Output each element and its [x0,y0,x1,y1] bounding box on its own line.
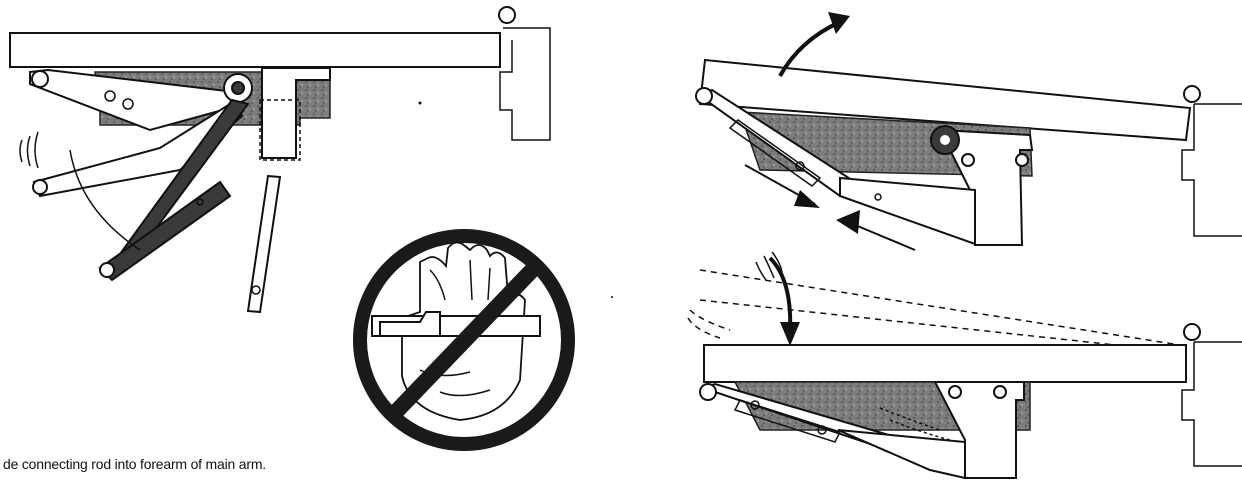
pivot-c-icon [948,385,962,399]
stray-dot [611,296,613,298]
slide-arrow-head-1-icon [794,190,820,208]
ghost-door-top [699,269,1181,346]
slide-arrow-line-2 [847,221,916,251]
closing-arrow-head-icon [780,322,800,346]
swing-arc [69,149,141,251]
hinge-pivot-right-icon [1183,85,1201,103]
arm-assembly-diagram [9,6,551,314]
closed-door [703,344,1187,383]
motion-lines-bottom-icon [755,251,783,281]
closing-arrow-shaft [768,256,793,331]
frame-right [1181,103,1242,237]
rod-hole-right [874,193,882,201]
light-arm [32,102,244,198]
instruction-caption: de connecting rod into forearm of main a… [3,456,266,472]
slot-hole-b [817,425,827,435]
main-arm-pivot-icon [99,262,115,278]
arm-pivot-left-icon [31,70,49,88]
rod-hole [251,285,261,295]
rotation-arrow-shaft [778,20,841,77]
slot-hole-a [750,400,760,410]
arm-hole-2 [122,98,134,110]
spindle-hex-icon [940,135,950,145]
no-hands-prohibition [353,229,575,451]
motion-lines-icon [19,131,39,169]
arm-clamp [379,311,441,337]
arm-slot-bottom [733,399,842,443]
frame-bottom [1181,341,1242,467]
pivot-d-icon [993,385,1007,399]
arm-hole-1 [104,90,116,102]
prohibition-slash-icon [386,258,544,422]
dot-mark [418,101,422,105]
connecting-rod-bottom [837,429,966,480]
hinge-pivot-bottom-icon [1183,323,1201,341]
connecting-rod [246,174,282,314]
arm-pivot-right-icon [695,87,713,105]
light-arm-pivot-icon [32,179,48,195]
ghost-arm [687,309,731,339]
rotation-arrow-head-icon [828,12,850,34]
bracket-outline [259,99,301,161]
pivot-a-icon [961,153,975,167]
spindle-swing-bottom [879,407,951,441]
mounting-bracket [261,67,331,159]
hinge-pivot-icon [498,6,516,24]
door-close-diagram [687,251,1242,480]
arm-slot-hole [795,161,805,171]
slide-adjust-diagram [695,12,1242,251]
main-arm-hole [196,198,204,206]
arm-pivot-bottom-icon [699,383,717,401]
hand-detail-lines [419,259,491,397]
ghost-door-bottom [699,299,1181,353]
connecting-rod-right [839,176,976,246]
arm-slot [728,119,822,187]
pivot-b-icon [1015,153,1029,167]
door-frame [499,27,551,141]
door-leaf [9,32,501,68]
spindle-nut-icon [231,81,245,95]
slide-arrow-head-2-icon [836,210,860,234]
